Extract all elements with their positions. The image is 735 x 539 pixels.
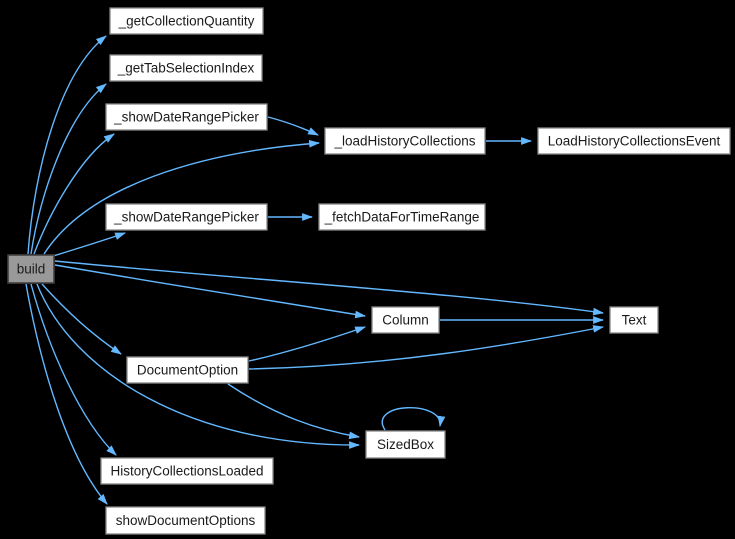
edge-build-to-sized-box <box>36 283 361 449</box>
edge-build-to-show-date-range-picker-1 <box>33 133 115 255</box>
node-build-label: build <box>17 262 46 277</box>
node-document-option[interactable]: DocumentOption <box>126 356 249 384</box>
node-show-date-range-picker-2[interactable]: _showDateRangePicker <box>105 203 268 231</box>
edge-build-to-document-option <box>41 283 122 355</box>
node-load-history-collections-label: _loadHistoryCollections <box>333 134 475 149</box>
node-history-collections-loaded-box[interactable] <box>100 457 274 485</box>
edge-sized-box-to-sized-box <box>381 407 446 431</box>
node-column[interactable]: Column <box>371 306 440 334</box>
edge-build-to-text <box>54 260 605 316</box>
node-sized-box[interactable]: SizedBox <box>365 430 446 459</box>
node-show-document-options[interactable]: showDocumentOptions <box>105 506 266 535</box>
edge-build-to-history-collections-loaded <box>30 283 117 456</box>
node-fetch-data-for-time-range-box[interactable] <box>318 203 486 231</box>
node-load-history-collections-event-box[interactable] <box>537 127 731 155</box>
node-show-date-range-picker-2-label: _showDateRangePicker <box>113 210 259 225</box>
node-load-history-collections-event-label: LoadHistoryCollectionsEvent <box>548 134 721 149</box>
node-show-date-range-picker-2-box[interactable] <box>105 203 268 231</box>
node-text-label: Text <box>622 313 647 328</box>
node-sized-box-box[interactable] <box>365 430 446 459</box>
edge-show-date-range-picker-1-to-load-history-collections <box>267 116 319 136</box>
node-load-history-collections[interactable]: _loadHistoryCollections <box>324 127 486 155</box>
edge-build-to-get-tab-selection-index <box>30 83 107 255</box>
node-document-option-box[interactable] <box>126 356 249 384</box>
node-document-option-label: DocumentOption <box>137 363 238 378</box>
edge-document-option-to-column <box>248 326 367 362</box>
edge-build-to-show-date-range-picker-2 <box>49 232 127 258</box>
node-get-tab-selection-index-label: _getTabSelectionIndex <box>117 61 255 76</box>
node-build[interactable]: build <box>7 254 55 284</box>
node-load-history-collections-event[interactable]: LoadHistoryCollectionsEvent <box>537 127 731 155</box>
edge-document-option-to-sized-box <box>227 383 361 440</box>
node-history-collections-loaded[interactable]: HistoryCollectionsLoaded <box>100 457 274 485</box>
node-build-box[interactable] <box>7 254 55 284</box>
nodes-layer: build _getCollectionQuantity _getTabSelect… <box>7 7 731 535</box>
node-show-document-options-label: showDocumentOptions <box>116 513 256 528</box>
node-get-collection-quantity-label: _getCollectionQuantity <box>118 14 255 29</box>
node-column-box[interactable] <box>371 306 440 334</box>
node-load-history-collections-box[interactable] <box>324 127 486 155</box>
node-sized-box-label: SizedBox <box>377 437 434 452</box>
node-get-collection-quantity[interactable]: _getCollectionQuantity <box>109 7 264 35</box>
node-get-tab-selection-index-box[interactable] <box>109 54 263 82</box>
edge-build-to-column <box>54 264 367 319</box>
node-show-date-range-picker-1-label: _showDateRangePicker <box>113 110 259 125</box>
edges-layer <box>25 35 605 505</box>
edge-build-to-show-document-options <box>25 283 108 505</box>
node-show-date-range-picker-1[interactable]: _showDateRangePicker <box>105 103 268 131</box>
edge-document-option-to-text <box>248 325 605 370</box>
node-get-collection-quantity-box[interactable] <box>109 7 264 35</box>
edge-build-to-load-history-collections <box>43 139 321 255</box>
node-show-date-range-picker-1-box[interactable] <box>105 103 268 131</box>
node-column-label: Column <box>382 313 429 328</box>
edge-build-to-get-collection-quantity <box>27 35 107 255</box>
node-fetch-data-for-time-range[interactable]: _fetchDataForTimeRange <box>318 203 486 231</box>
node-get-tab-selection-index[interactable]: _getTabSelectionIndex <box>109 54 263 82</box>
node-fetch-data-for-time-range-label: _fetchDataForTimeRange <box>324 210 480 225</box>
node-text-box[interactable] <box>609 306 659 334</box>
node-text[interactable]: Text <box>609 306 659 334</box>
node-history-collections-loaded-label: HistoryCollectionsLoaded <box>110 464 263 479</box>
node-show-document-options-box[interactable] <box>105 506 266 535</box>
